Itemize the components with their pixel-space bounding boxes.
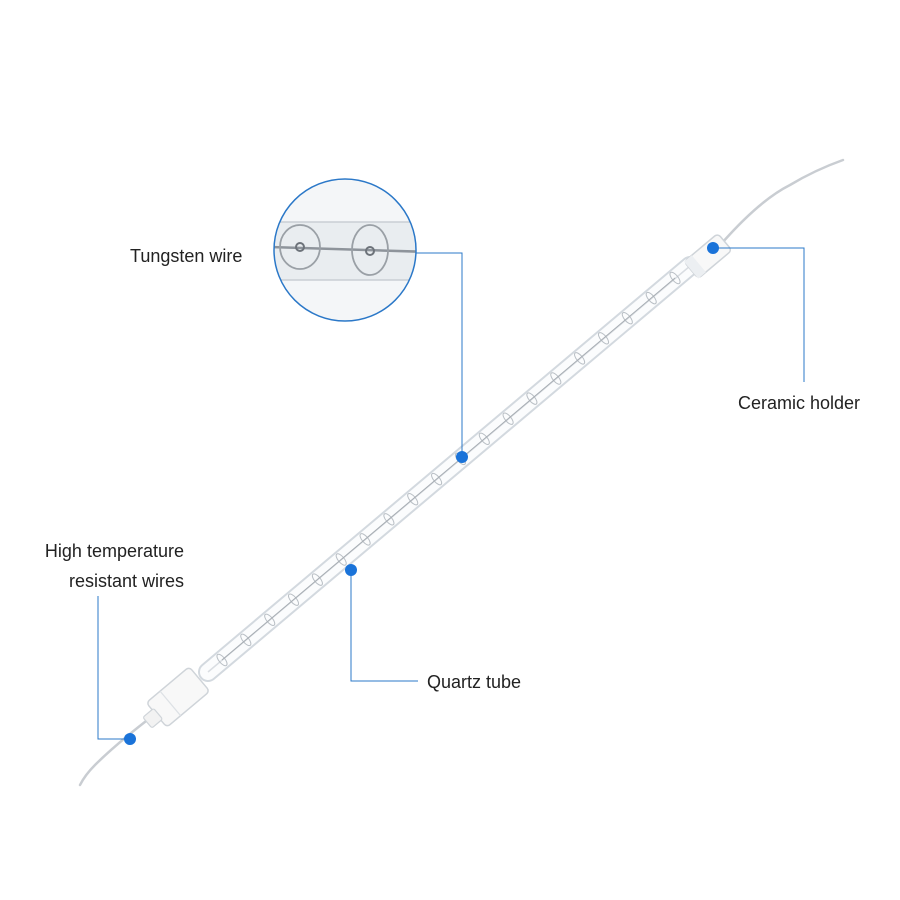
callout-line-tungsten bbox=[416, 252, 463, 457]
ceramic-holder-top bbox=[684, 234, 732, 279]
label-quartz-tube: Quartz tube bbox=[427, 672, 522, 692]
callout-dot-hightemp bbox=[124, 733, 136, 745]
zoom-lens bbox=[273, 178, 417, 322]
label-high-temp-line2: resistant wires bbox=[68, 571, 184, 591]
callout-dot-quartz bbox=[345, 564, 357, 576]
label-high-temp-line1: High temperature bbox=[44, 541, 184, 561]
callout-line-quartz bbox=[350, 570, 418, 682]
label-tungsten-wire: Tungsten wire bbox=[130, 246, 243, 266]
top-lead-wire bbox=[720, 158, 845, 245]
bottom-lead-wire bbox=[78, 716, 152, 787]
label-ceramic-holder: Ceramic holder bbox=[738, 393, 861, 413]
callout-line-ceramic bbox=[713, 247, 805, 382]
tungsten-filament bbox=[221, 277, 676, 661]
callout-dot-tungsten bbox=[456, 451, 468, 463]
callout-line-hightemp bbox=[97, 596, 130, 740]
quartz-tube bbox=[198, 256, 700, 682]
callout-dot-ceramic bbox=[707, 242, 719, 254]
label-high-temperature-wires: High temperature resistant wires bbox=[20, 536, 184, 596]
ceramic-holder-bottom bbox=[143, 667, 209, 728]
tungsten-coil-supports bbox=[216, 271, 681, 667]
